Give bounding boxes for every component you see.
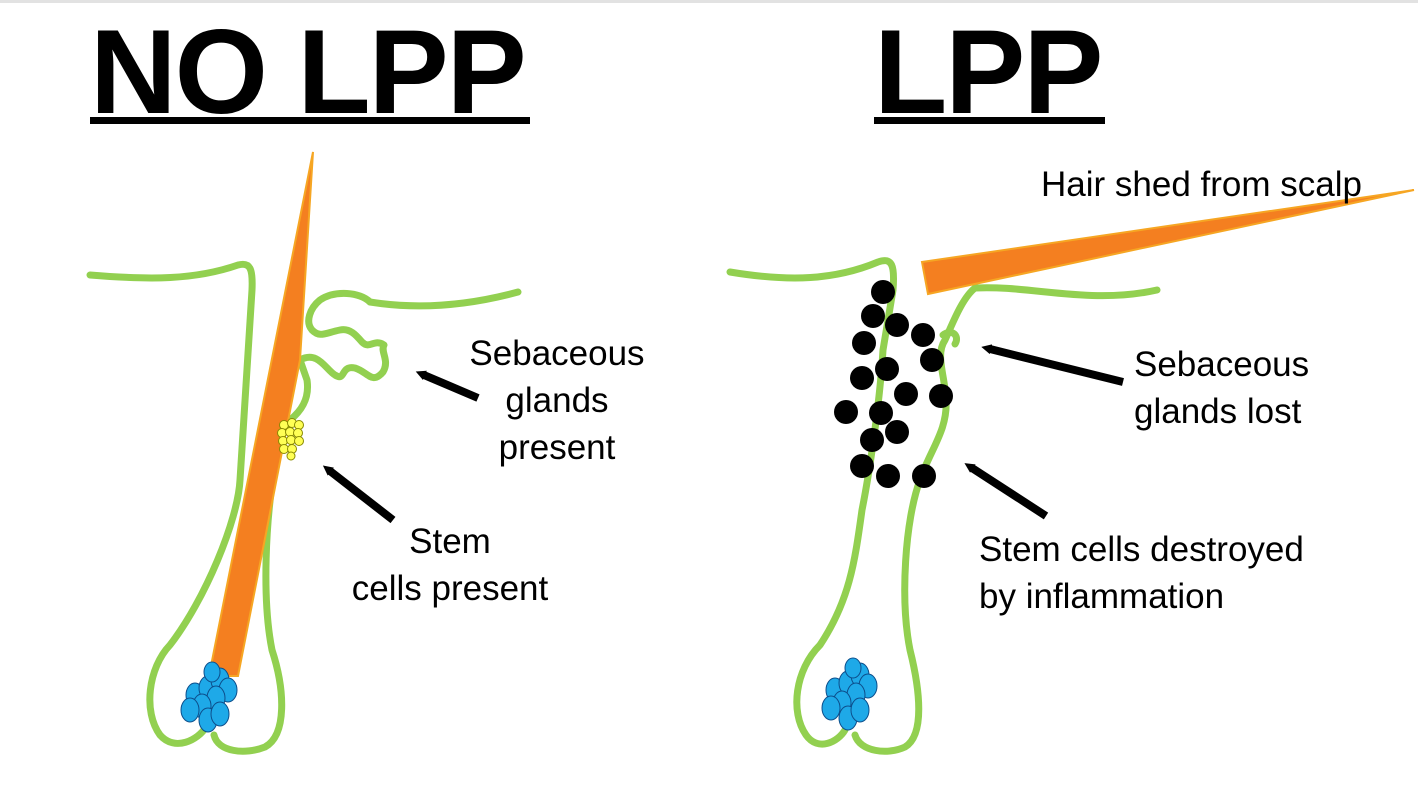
- label-stem-cells-present: Stem cells present: [328, 518, 572, 612]
- label-sebaceous-present: Sebaceous glands present: [452, 330, 662, 471]
- arrow-sebaceous-present: [415, 370, 480, 402]
- label-line: glands lost: [1134, 392, 1302, 431]
- label-line: by inflammation: [979, 577, 1225, 616]
- arrow-stem-present: [322, 465, 396, 524]
- stem-cells-cluster: [277, 418, 304, 461]
- title-no-lpp: NO LPP: [90, 5, 527, 139]
- healthy-hair-shaft: [207, 151, 314, 677]
- lpp-follicle-left-wall: [726, 257, 898, 748]
- lpp-epidermis-right: [971, 284, 1161, 300]
- label-sebaceous-lost: Sebaceous glands lost: [1134, 341, 1309, 435]
- sebaceous-gland: [296, 290, 390, 382]
- lpp-sebaceous-remnant: [939, 328, 960, 348]
- lpp-bulb-cells: [821, 657, 878, 731]
- healthy-bulb-cells: [180, 661, 238, 733]
- label-line: glands: [505, 381, 609, 420]
- shed-hair-shaft: [920, 189, 1415, 296]
- title-lpp-underline: [874, 117, 1105, 124]
- inflammatory-cells: [834, 280, 953, 488]
- label-line: Sebaceous: [469, 334, 645, 373]
- label-hair-shed: Hair shed from scalp: [1041, 161, 1362, 208]
- label-stem-cells-destroyed: Stem cells destroyed by inflammation: [979, 526, 1304, 620]
- healthy-follicle-left-wall: [86, 260, 256, 747]
- title-lpp: LPP: [874, 5, 1103, 139]
- healthy-epidermis-right: [366, 288, 522, 310]
- label-line: Sebaceous: [1134, 345, 1310, 384]
- title-no-lpp-underline: [90, 117, 530, 124]
- label-line: Stem: [409, 522, 491, 561]
- label-line: Hair shed from scalp: [1041, 165, 1362, 204]
- arrow-stem-destroyed: [964, 463, 1049, 520]
- label-line: Stem cells destroyed: [979, 530, 1304, 569]
- label-line: present: [498, 428, 616, 467]
- arrow-sebaceous-lost: [981, 344, 1124, 386]
- top-border: [0, 0, 1418, 3]
- lpp-follicle-right-wall: [851, 284, 979, 755]
- lpp-follicle: [726, 257, 1161, 755]
- label-line: cells present: [351, 569, 549, 608]
